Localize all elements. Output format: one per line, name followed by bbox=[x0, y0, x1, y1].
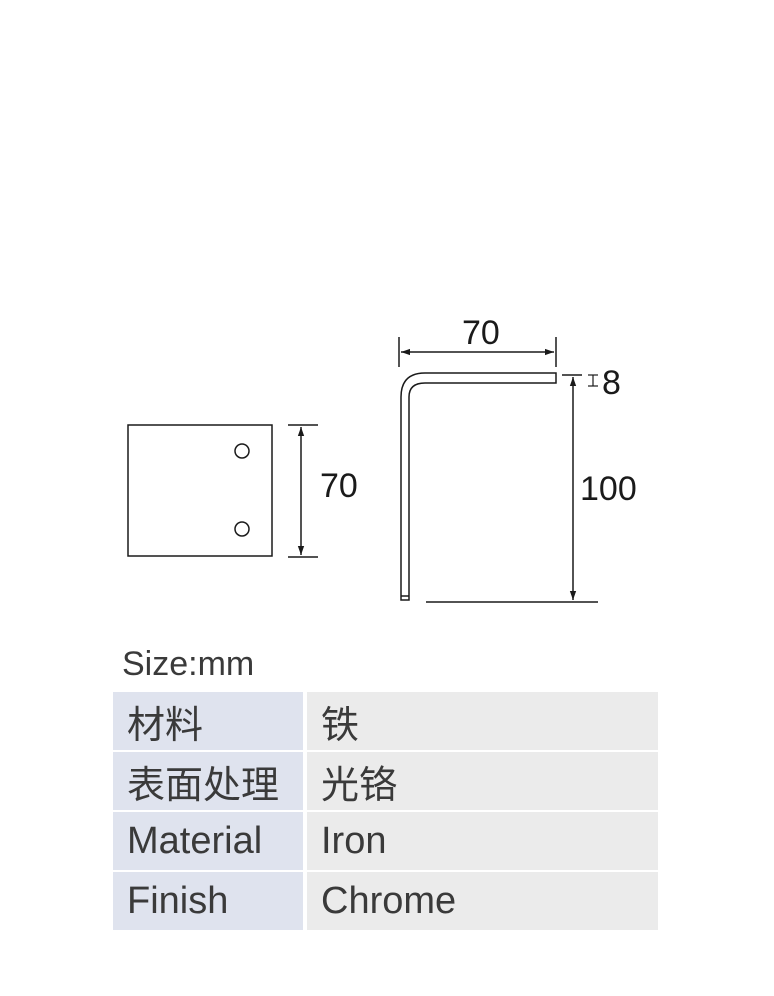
mounting-hole-bottom bbox=[234, 521, 250, 537]
plate-front-view bbox=[127, 424, 273, 557]
bracket-side-view bbox=[400, 372, 557, 601]
table-row: 材料 铁 bbox=[113, 692, 658, 752]
spec-value: Chrome bbox=[305, 871, 658, 932]
spec-value: 铁 bbox=[305, 692, 658, 752]
bracket-width-label: 70 bbox=[462, 314, 500, 352]
bracket-thickness-dimension bbox=[588, 374, 598, 387]
bracket-outline bbox=[400, 372, 557, 601]
bracket-width-dimension bbox=[398, 337, 557, 367]
size-unit-label: Size:mm bbox=[122, 645, 255, 683]
plate-height-label: 70 bbox=[320, 467, 358, 505]
bracket-thickness-label: 8 bbox=[602, 364, 621, 402]
bracket-height-dimension bbox=[426, 374, 598, 603]
technical-drawing: 70 70 8 100 bbox=[127, 314, 637, 603]
plate-height-dimension bbox=[288, 424, 318, 558]
bracket-height-label: 100 bbox=[580, 470, 637, 508]
spec-key: Material bbox=[113, 811, 307, 872]
table-row: Finish Chrome bbox=[113, 871, 658, 932]
spec-key: Finish bbox=[113, 871, 307, 932]
spec-value: 光铬 bbox=[305, 751, 658, 812]
spec-key: 表面处理 bbox=[113, 751, 307, 812]
mounting-hole-top bbox=[234, 443, 250, 459]
spec-table: 材料 铁 表面处理 光铬 Material Iron Finish Chrome bbox=[113, 692, 658, 932]
table-row: Material Iron bbox=[113, 811, 658, 872]
table-row: 表面处理 光铬 bbox=[113, 751, 658, 812]
spec-key: 材料 bbox=[113, 692, 307, 752]
plate-outline bbox=[127, 424, 273, 557]
spec-value: Iron bbox=[305, 811, 658, 872]
